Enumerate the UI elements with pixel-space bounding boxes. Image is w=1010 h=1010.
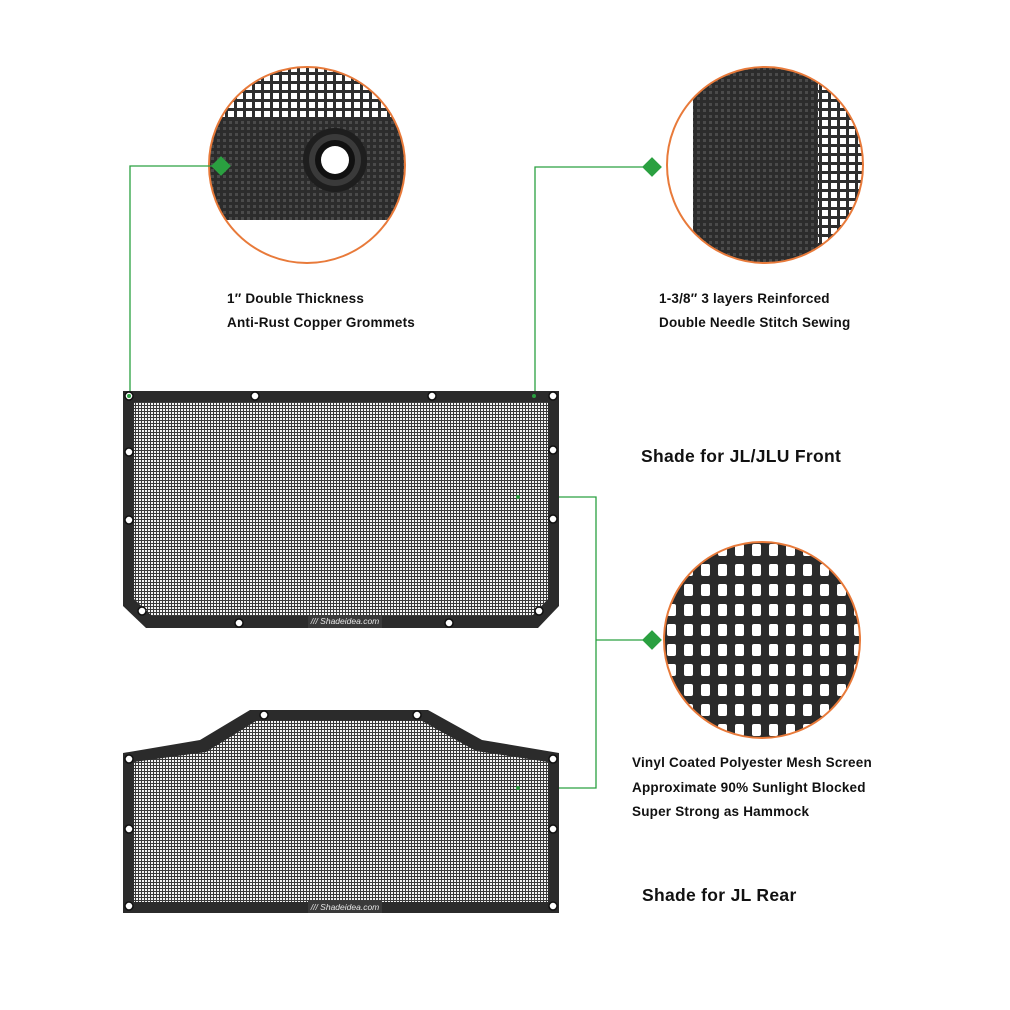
mesh-callout-line1: Vinyl Coated Polyester Mesh Screen xyxy=(632,755,872,770)
connector-stitching xyxy=(534,166,644,396)
rear-shade-image xyxy=(123,710,559,913)
grommet-callout-line1: 1″ Double Thickness xyxy=(227,291,365,306)
connector-diamond-mesh xyxy=(642,630,662,650)
stitching-callout-line1: 1-3/8″ 3 layers Reinforced xyxy=(659,291,830,306)
mesh-callout-line3: Super Strong as Hammock xyxy=(632,804,810,819)
mesh-callout-line2: Approximate 90% Sunlight Blocked xyxy=(632,780,866,795)
grommet-detail-circle xyxy=(208,66,406,264)
connector-diamond-stitching xyxy=(642,157,662,177)
front-shade-image xyxy=(123,391,559,628)
stitching-detail-circle xyxy=(666,66,864,264)
front-shade-title: Shade for JL/JLU Front xyxy=(641,446,842,466)
front-brand-label: /// Shadeidea.com xyxy=(308,615,382,628)
stitching-callout-line2: Double Needle Stitch Sewing xyxy=(659,315,851,330)
mesh-detail-circle xyxy=(663,541,861,739)
rear-shade-title: Shade for JL Rear xyxy=(642,885,797,905)
rear-brand-label: /// Shadeidea.com xyxy=(308,901,382,913)
connector-diamond-grommet xyxy=(211,156,231,176)
connector-grommet xyxy=(129,165,214,396)
grommet-callout-line2: Anti-Rust Copper Grommets xyxy=(227,315,416,330)
